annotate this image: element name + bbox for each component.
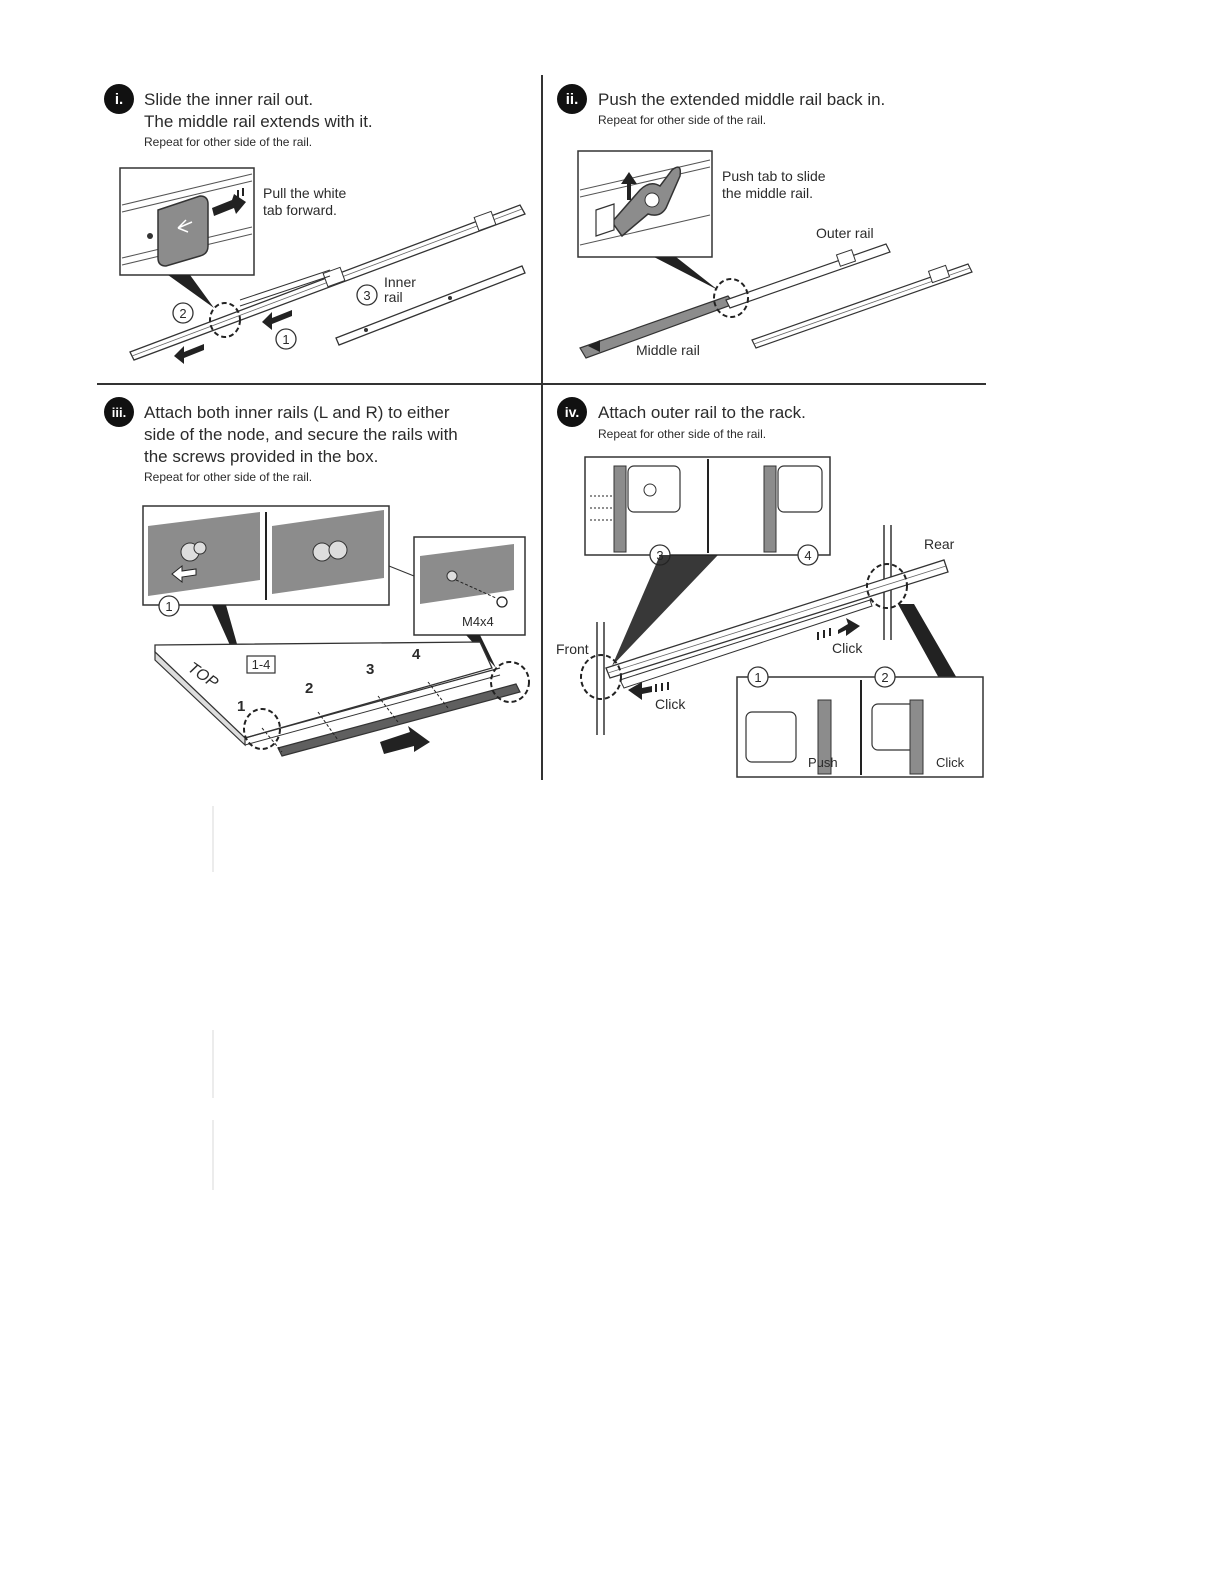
outer-rail-label: Outer rail: [816, 225, 874, 241]
inset-leader: [168, 275, 214, 308]
rear-callout-1: 1: [754, 670, 761, 685]
screw-position-2: 2: [305, 680, 313, 697]
front-label: Front: [556, 641, 589, 657]
step-1-panel: i. Slide the inner rail out. The middle …: [104, 84, 526, 364]
step-3-title-line-2: side of the node, and secure the rails w…: [144, 425, 458, 444]
step-2-note: Repeat for other side of the rail.: [598, 113, 766, 127]
screw-range-box: [246, 655, 276, 674]
detail-circle-2: [713, 278, 749, 318]
pull-arrow-icon: [212, 194, 246, 216]
screw-position-3: 3: [366, 661, 374, 678]
front-click-label: Click: [655, 696, 686, 712]
attach-arrow-icon: [380, 726, 430, 754]
rear-click-label: Click: [832, 640, 863, 656]
white-tab-shape: [157, 195, 209, 267]
node-chassis: [154, 641, 501, 747]
callout-2-number: 2: [179, 306, 186, 321]
screw-position-4: 4: [412, 646, 421, 663]
callout-3-circle: [356, 284, 378, 306]
step-3-panel: iii. Attach both inner rails (L and R) t…: [104, 397, 530, 757]
step-3-title-line-3: the screws provided in the box.: [144, 447, 378, 466]
page-rule-2: [212, 1030, 214, 1098]
step-2-panel: ii. Push the extended middle rail back i…: [557, 84, 973, 359]
screw-position-1: 1: [237, 698, 245, 715]
inner-rail-label-line-2: rail: [384, 289, 403, 305]
outer-rail-shape: [725, 243, 891, 309]
rear-label: Rear: [924, 536, 955, 552]
push-tab-callout-line-1: Push tab to slide: [722, 168, 826, 184]
callout-3-number: 3: [363, 288, 370, 303]
step-1-note: Repeat for other side of the rail.: [144, 135, 312, 149]
step-3-title-line-1: Attach both inner rails (L and R) to eit…: [144, 403, 450, 422]
step-3-badge-label: iii.: [112, 405, 126, 420]
step-1-title-line-1: Slide the inner rail out.: [144, 90, 313, 109]
front-click-arrow-icon: [628, 682, 652, 700]
screw-range-label: 1-4: [252, 657, 271, 672]
outer-rail-rack-shape: [605, 559, 949, 679]
detail-circle: [209, 302, 241, 338]
pull-tab-callout-line-2: tab forward.: [263, 202, 337, 218]
screw-icon: [496, 596, 508, 608]
slide-arrow-icon: [262, 310, 292, 330]
step-3-note: Repeat for other side of the rail.: [144, 470, 312, 484]
push-label: Push: [808, 755, 838, 770]
page-rule-3: [212, 1120, 214, 1190]
callout-2-circle: [172, 302, 194, 324]
step-2-badge: [557, 84, 587, 114]
step-1-badge-label: i.: [115, 91, 123, 108]
step-1-badge: [104, 84, 134, 114]
callout-1-circle: [275, 328, 297, 350]
extended-rail: [129, 204, 526, 361]
bracket-callout-4: 4: [804, 548, 811, 563]
inset-leader-2: [654, 257, 718, 290]
step-4-badge-label: iv.: [565, 404, 580, 420]
step-4-note: Repeat for other side of the rail.: [598, 427, 766, 441]
page-rule-1: [212, 806, 214, 872]
inner-rail-label-line-1: Inner: [384, 274, 416, 290]
inner-rail-shape: [277, 683, 521, 757]
inner-rail: [335, 265, 526, 346]
step-2-badge-label: ii.: [566, 91, 579, 108]
extend-arrow-icon: [174, 344, 204, 364]
push-up-arrow-icon: [621, 172, 637, 200]
rear-bracket-click-label: Click: [936, 755, 965, 770]
step-4-title-line-1: Attach outer rail to the rack.: [598, 403, 806, 422]
step-4-badge: [557, 397, 587, 427]
push-tab-callout-line-2: the middle rail.: [722, 185, 813, 201]
keyhole-arrow-icon: [171, 564, 197, 584]
step-1-title-line-2: The middle rail extends with it.: [144, 112, 373, 131]
step-3-badge: [104, 397, 134, 427]
step-2-title-line-1: Push the extended middle rail back in.: [598, 90, 885, 109]
step-4-panel: iv. Attach outer rail to the rack. Repea…: [556, 397, 984, 778]
rear-click-arrow-icon: [838, 618, 860, 636]
middle-rail-label: Middle rail: [636, 342, 700, 358]
rear-callout-2: 2: [881, 670, 888, 685]
screw-label: M4x4: [462, 614, 494, 629]
keyhole-callout-number: 1: [165, 599, 172, 614]
callout-1-number: 1: [282, 332, 289, 347]
pull-tab-callout-line-1: Pull the white: [263, 185, 346, 201]
